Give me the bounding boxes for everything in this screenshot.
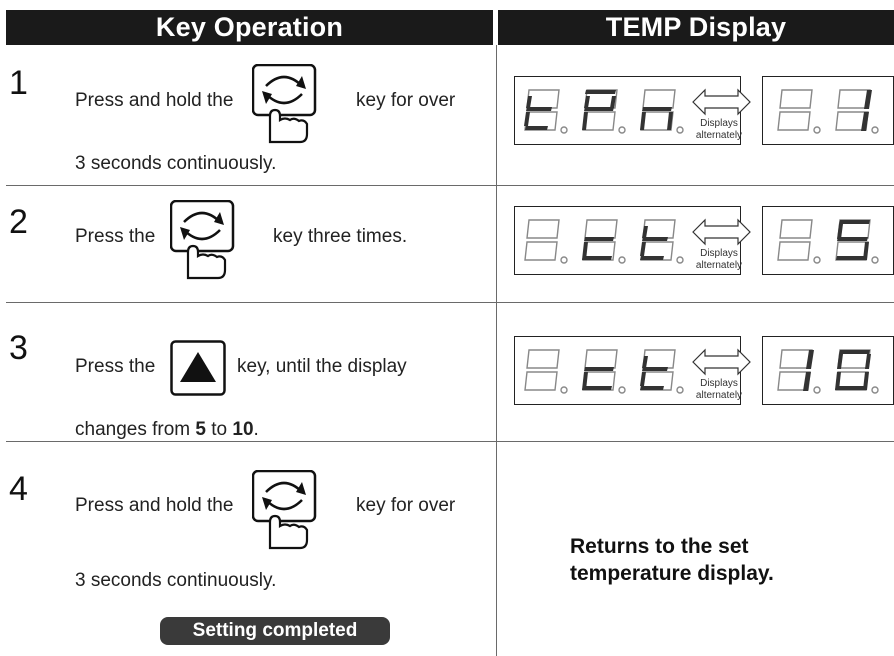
value-to: 10: [232, 419, 254, 440]
step-instruction: Press the: [75, 226, 156, 247]
step-instruction: changes from 5 to 10.: [75, 419, 259, 440]
row-divider: [6, 441, 894, 442]
display-caption: Displays: [700, 248, 738, 259]
set-key-icon: [170, 200, 235, 280]
display-caption: Displays: [700, 118, 738, 129]
temp-display-step-2: Displays alternately: [514, 206, 894, 275]
display-caption: alternately: [696, 260, 742, 271]
step-instruction: Press the: [75, 356, 156, 377]
display-caption: Displays: [700, 378, 738, 389]
display-caption: alternately: [696, 390, 742, 401]
step-instruction: Press and hold the: [75, 495, 234, 516]
up-arrow-key-icon: [170, 340, 226, 396]
step-instruction: 3 seconds continuously.: [75, 570, 277, 591]
column-divider: [496, 45, 497, 656]
step-number: 2: [9, 203, 28, 241]
step-instruction: key for over: [356, 495, 456, 516]
result-text: Returns to the set temperature display.: [570, 535, 774, 585]
row-divider: [6, 185, 894, 186]
step-number: 1: [9, 64, 28, 102]
step-instruction: Press and hold the: [75, 90, 234, 111]
seven-seg-digit-4: [777, 219, 821, 264]
set-key-icon: [252, 470, 317, 550]
seven-seg-digit-4: [777, 89, 821, 134]
set-key-icon: [252, 64, 317, 144]
step-instruction: key three times.: [273, 226, 408, 247]
step-number: 3: [9, 329, 28, 367]
row-divider: [6, 302, 894, 303]
setting-completed-badge: Setting completed: [160, 617, 390, 645]
display-caption: alternately: [696, 130, 742, 141]
temp-display-step-3: Displays alternately: [514, 336, 894, 405]
seven-seg-digit-1: [524, 219, 568, 264]
seven-seg-digit-1: [524, 349, 568, 394]
temp-display-step-1: Displays alternately: [514, 76, 894, 145]
header-temp-display: TEMP Display: [498, 10, 894, 45]
step-instruction: key for over: [356, 90, 456, 111]
step-instruction: 3 seconds continuously.: [75, 153, 277, 174]
step-number: 4: [9, 470, 28, 508]
value-from: 5: [195, 419, 206, 440]
step-instruction: key, until the display: [237, 356, 407, 377]
header-key-operation: Key Operation: [6, 10, 493, 45]
